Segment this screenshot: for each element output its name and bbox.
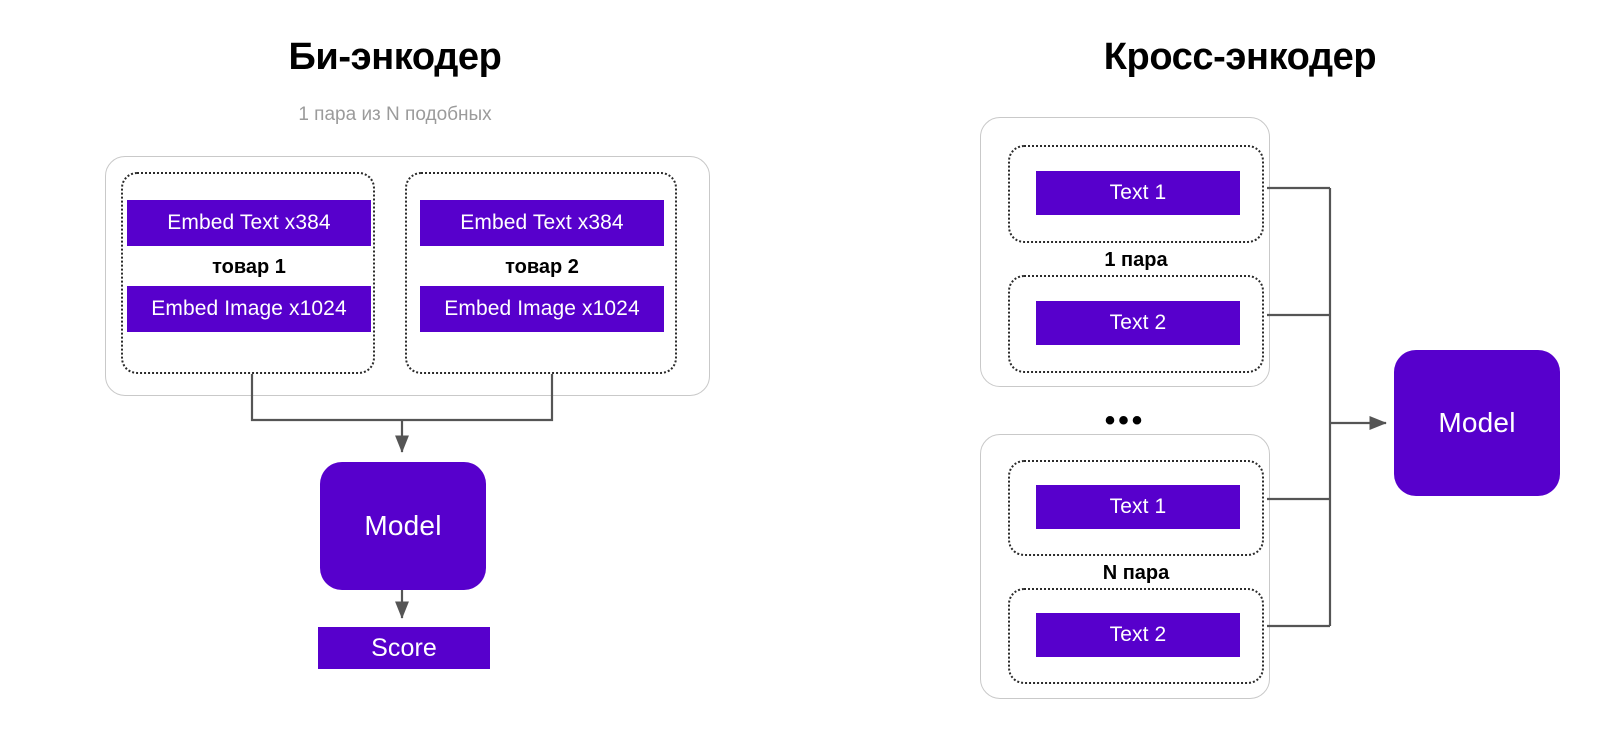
cross-encoder-group-1-slot-1[interactable]: Text 1 [1008, 145, 1264, 243]
cross-text-chip-g2-1[interactable]: Text 1 [1036, 485, 1240, 529]
item-label-2: товар 2 [505, 255, 579, 278]
cross-text-chip-g1-1[interactable]: Text 1 [1036, 171, 1240, 215]
bi-encoder-item-1[interactable]: Embed Text x384 товар 1 Embed Image x102… [121, 172, 375, 374]
embed-text-chip-2[interactable]: Embed Text x384 [420, 200, 664, 246]
bi-encoder-score-box[interactable]: Score [318, 627, 490, 669]
embed-image-chip-2[interactable]: Embed Image x1024 [420, 286, 664, 332]
bi-encoder-item-2[interactable]: Embed Text x384 товар 2 Embed Image x102… [405, 172, 677, 374]
cross-encoder-bus-wire [1267, 186, 1332, 628]
bi-encoder-model-box[interactable]: Model [320, 462, 486, 590]
groups-ellipsis: ••• [1104, 404, 1146, 437]
left-panel-subtitle: 1 пара из N подобных [298, 104, 492, 125]
cross-text-chip-g2-2[interactable]: Text 2 [1036, 613, 1240, 657]
embed-text-chip-1[interactable]: Embed Text x384 [127, 200, 371, 246]
left-panel-title: Би-энкодер [288, 36, 502, 78]
cross-text-chip-g1-2[interactable]: Text 2 [1036, 301, 1240, 345]
cross-encoder-model-box[interactable]: Model [1394, 350, 1560, 496]
cross-encoder-group-2-label: N пара [1102, 561, 1170, 584]
item-label-1: товар 1 [212, 255, 286, 278]
cross-encoder-group-2-slot-1[interactable]: Text 1 [1008, 460, 1264, 556]
cross-encoder-group-2-slot-2[interactable]: Text 2 [1008, 588, 1264, 684]
right-panel-title: Кросс-энкодер [1103, 36, 1377, 78]
embed-image-chip-1[interactable]: Embed Image x1024 [127, 286, 371, 332]
cross-encoder-group-2: Text 1 N пара Text 2 [980, 434, 1270, 699]
cross-encoder-group-1: Text 1 1 пара Text 2 [980, 117, 1270, 387]
cross-encoder-group-1-label: 1 пара [1104, 248, 1168, 271]
cross-encoder-group-1-slot-2[interactable]: Text 2 [1008, 275, 1264, 373]
